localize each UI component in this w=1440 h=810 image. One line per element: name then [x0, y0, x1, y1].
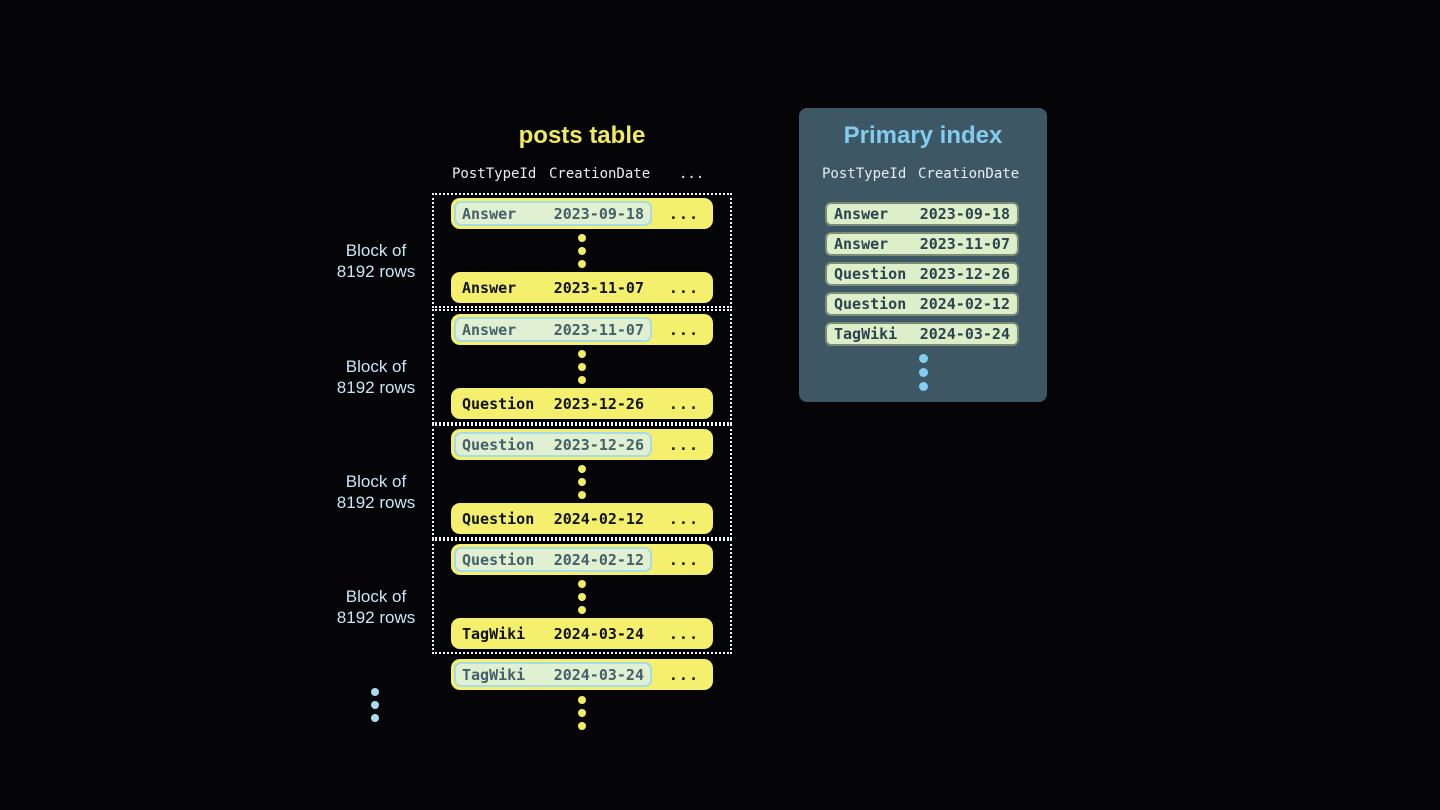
vertical-ellipsis-icon: [578, 349, 586, 384]
row-creationdate: 2023-11-07: [553, 320, 644, 339]
row-values: Question 2024-02-12: [454, 506, 652, 531]
row-creationdate: 2023-12-26: [553, 394, 644, 413]
row-creationdate: 2023-11-07: [553, 278, 644, 297]
vertical-ellipsis-icon: [578, 233, 586, 268]
index-posttypeid: Answer: [834, 235, 889, 253]
index-header-posttypeid: PostTypeId: [822, 166, 907, 182]
posts-header-posttypeid: PostTypeId: [452, 166, 537, 182]
index-creationdate: 2024-02-12: [919, 295, 1010, 313]
block-size-label: Block of 8192 rows: [336, 357, 416, 397]
index-entry: Answer 2023-11-07: [825, 232, 1019, 256]
more-rows-ellipsis-icon: [578, 696, 586, 730]
indexed-row-highlight: Answer 2023-11-07: [454, 317, 652, 342]
row-block-1: Answer 2023-09-18 ... Answer 2023-11-07 …: [432, 193, 732, 308]
row-posttypeid: Question: [462, 509, 535, 528]
row-more-columns: ...: [668, 320, 699, 339]
vertical-ellipsis-icon: [578, 579, 586, 614]
table-row: Answer 2023-11-07 ...: [451, 314, 713, 345]
posts-table-column-headers: PostTypeId CreationDate ...: [432, 166, 732, 186]
row-creationdate: 2023-09-18: [553, 204, 644, 223]
index-posttypeid: Answer: [834, 205, 889, 223]
row-more-columns: ...: [668, 394, 699, 413]
index-posttypeid: Question: [834, 265, 907, 283]
index-entry: Question 2023-12-26: [825, 262, 1019, 286]
posts-table-title: posts table: [518, 122, 646, 149]
row-posttypeid: TagWiki: [462, 624, 526, 643]
index-posttypeid: TagWiki: [834, 325, 898, 343]
row-creationdate: 2024-02-12: [553, 509, 644, 528]
next-block-first-row: TagWiki 2024-03-24 ...: [451, 659, 713, 690]
index-posttypeid: Question: [834, 295, 907, 313]
row-posttypeid: Question: [462, 394, 535, 413]
row-posttypeid: TagWiki: [462, 665, 526, 684]
row-values: Answer 2023-11-07: [454, 275, 652, 300]
row-creationdate: 2023-12-26: [553, 435, 644, 454]
row-more-columns: ...: [668, 550, 699, 569]
posts-header-creationdate: CreationDate: [549, 166, 651, 182]
row-creationdate: 2024-03-24: [553, 665, 644, 684]
table-row: Answer 2023-09-18 ...: [451, 198, 713, 229]
row-values: Question 2023-12-26: [454, 391, 652, 416]
row-more-columns: ...: [668, 509, 699, 528]
row-more-columns: ...: [668, 435, 699, 454]
index-header-creationdate: CreationDate: [918, 166, 1020, 182]
row-more-columns: ...: [668, 204, 699, 223]
table-row: Question 2023-12-26 ...: [451, 388, 713, 419]
primary-index-panel: Primary index PostTypeId CreationDate An…: [799, 108, 1047, 402]
block-size-label: Block of 8192 rows: [336, 472, 416, 512]
row-posttypeid: Question: [462, 435, 535, 454]
more-index-entries-ellipsis-icon: [799, 354, 1047, 391]
row-posttypeid: Answer: [462, 320, 517, 339]
posts-header-more-columns: ...: [679, 166, 705, 182]
index-entry: TagWiki 2024-03-24: [825, 322, 1019, 346]
primary-index-column-headers: PostTypeId CreationDate: [799, 166, 1047, 186]
table-row: Answer 2023-11-07 ...: [451, 272, 713, 303]
table-row: Question 2024-02-12 ...: [451, 503, 713, 534]
row-block-4: Question 2024-02-12 ... TagWiki 2024-03-…: [432, 539, 732, 654]
index-creationdate: 2023-11-07: [919, 235, 1010, 253]
indexed-row-highlight: Question 2024-02-12: [454, 547, 652, 572]
table-row: TagWiki 2024-03-24 ...: [451, 659, 713, 690]
block-size-label: Block of 8192 rows: [336, 241, 416, 281]
indexed-row-highlight: Question 2023-12-26: [454, 432, 652, 457]
indexed-row-highlight: TagWiki 2024-03-24: [454, 662, 652, 687]
row-creationdate: 2024-02-12: [553, 550, 644, 569]
index-creationdate: 2023-09-18: [919, 205, 1010, 223]
row-posttypeid: Answer: [462, 204, 517, 223]
primary-index-title: Primary index: [843, 122, 1003, 149]
row-posttypeid: Answer: [462, 278, 517, 297]
row-more-columns: ...: [668, 278, 699, 297]
primary-index-rows: Answer 2023-09-18 Answer 2023-11-07 Ques…: [825, 202, 1019, 352]
row-values: TagWiki 2024-03-24: [454, 621, 652, 646]
row-creationdate: 2024-03-24: [553, 624, 644, 643]
row-block-3: Question 2023-12-26 ... Question 2024-02…: [432, 424, 732, 539]
row-more-columns: ...: [668, 624, 699, 643]
table-row: Question 2024-02-12 ...: [451, 544, 713, 575]
more-blocks-ellipsis-icon: [371, 688, 379, 722]
vertical-ellipsis-icon: [578, 464, 586, 499]
row-more-columns: ...: [668, 665, 699, 684]
index-creationdate: 2024-03-24: [919, 325, 1010, 343]
index-entry: Answer 2023-09-18: [825, 202, 1019, 226]
indexed-row-highlight: Answer 2023-09-18: [454, 201, 652, 226]
row-posttypeid: Question: [462, 550, 535, 569]
index-entry: Question 2024-02-12: [825, 292, 1019, 316]
index-creationdate: 2023-12-26: [919, 265, 1010, 283]
table-row: Question 2023-12-26 ...: [451, 429, 713, 460]
block-size-label: Block of 8192 rows: [336, 587, 416, 627]
table-row: TagWiki 2024-03-24 ...: [451, 618, 713, 649]
row-block-2: Answer 2023-11-07 ... Question 2023-12-2…: [432, 309, 732, 424]
